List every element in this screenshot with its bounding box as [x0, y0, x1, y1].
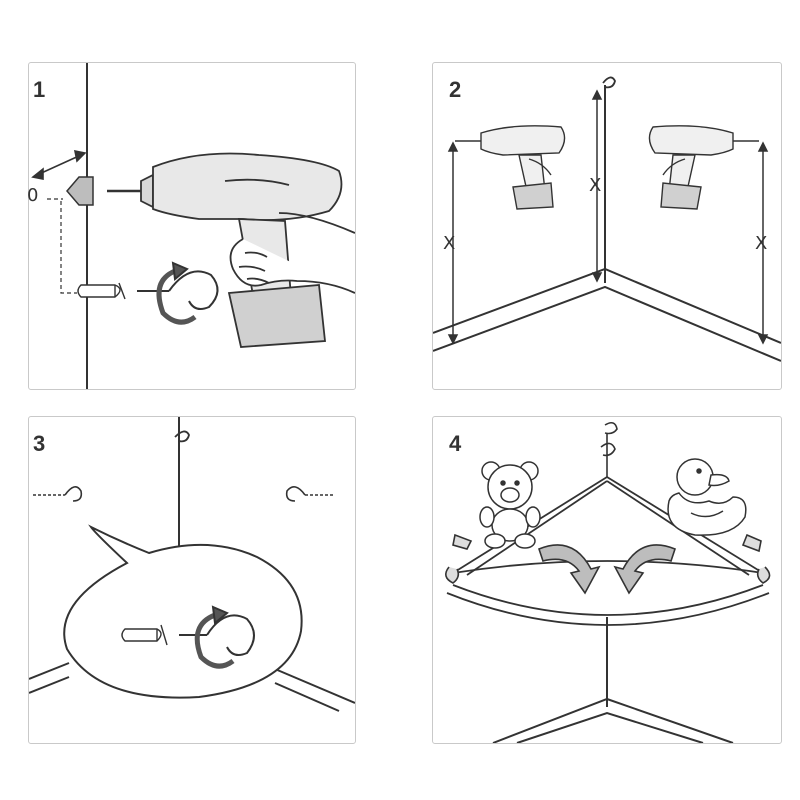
corner-hook-icon: [600, 421, 618, 477]
right-wall-hook-icon: [285, 486, 335, 502]
corner-hook-icon: [602, 76, 616, 89]
drill-hole-icon: [66, 176, 94, 206]
screw-hook-icon: [179, 605, 255, 669]
wall-plug-icon: [77, 282, 126, 300]
curved-arrow-icon-left: [538, 544, 601, 595]
step-2-x-middle: X: [589, 175, 602, 196]
step-4-panel: 4: [432, 416, 782, 744]
rubber-duck-icon: [667, 458, 747, 536]
curved-arrow-icon-right: [613, 544, 676, 595]
skirting-board: [492, 697, 734, 743]
left-wall-hook-icon: [445, 533, 473, 584]
left-wall-hook-icon: [33, 486, 83, 502]
screw-hook-icon: [137, 261, 219, 325]
step-4-number: 4: [449, 431, 462, 456]
dashed-guide-line: [47, 198, 77, 294]
corner-hook-icon: [174, 430, 190, 443]
skirting-board: [29, 662, 355, 712]
drill-icon: [107, 152, 355, 348]
measure-arrow-right: [757, 141, 769, 345]
step-3-number: 3: [33, 431, 46, 456]
step-2-number: 2: [449, 77, 462, 102]
wall-plug-icon: [121, 624, 168, 646]
step-1-panel: 1 0: [27, 62, 356, 390]
step-3-panel: 3 0: [28, 416, 356, 744]
step-4-illustration: [445, 421, 771, 743]
drill-icon-right: [648, 125, 759, 210]
step-1-zero-label: 0: [27, 185, 39, 206]
step-2-x-right: X: [755, 233, 768, 254]
callout-bubble: [63, 524, 303, 699]
skirting-board: [433, 267, 781, 362]
step-2-panel: 2 X X X: [432, 62, 782, 390]
step-1-illustration: [31, 63, 355, 389]
step-2-illustration: [433, 76, 781, 362]
double-arrow-icon: [31, 149, 87, 180]
step-1-number: 1: [33, 77, 46, 102]
step-3-illustration: [29, 417, 355, 712]
measure-arrow-middle: [591, 89, 603, 283]
drill-icon-left: [455, 125, 566, 210]
teddy-bear-icon: [479, 461, 541, 549]
right-wall-hook-icon: [741, 533, 771, 584]
measure-arrow-left: [447, 141, 459, 345]
